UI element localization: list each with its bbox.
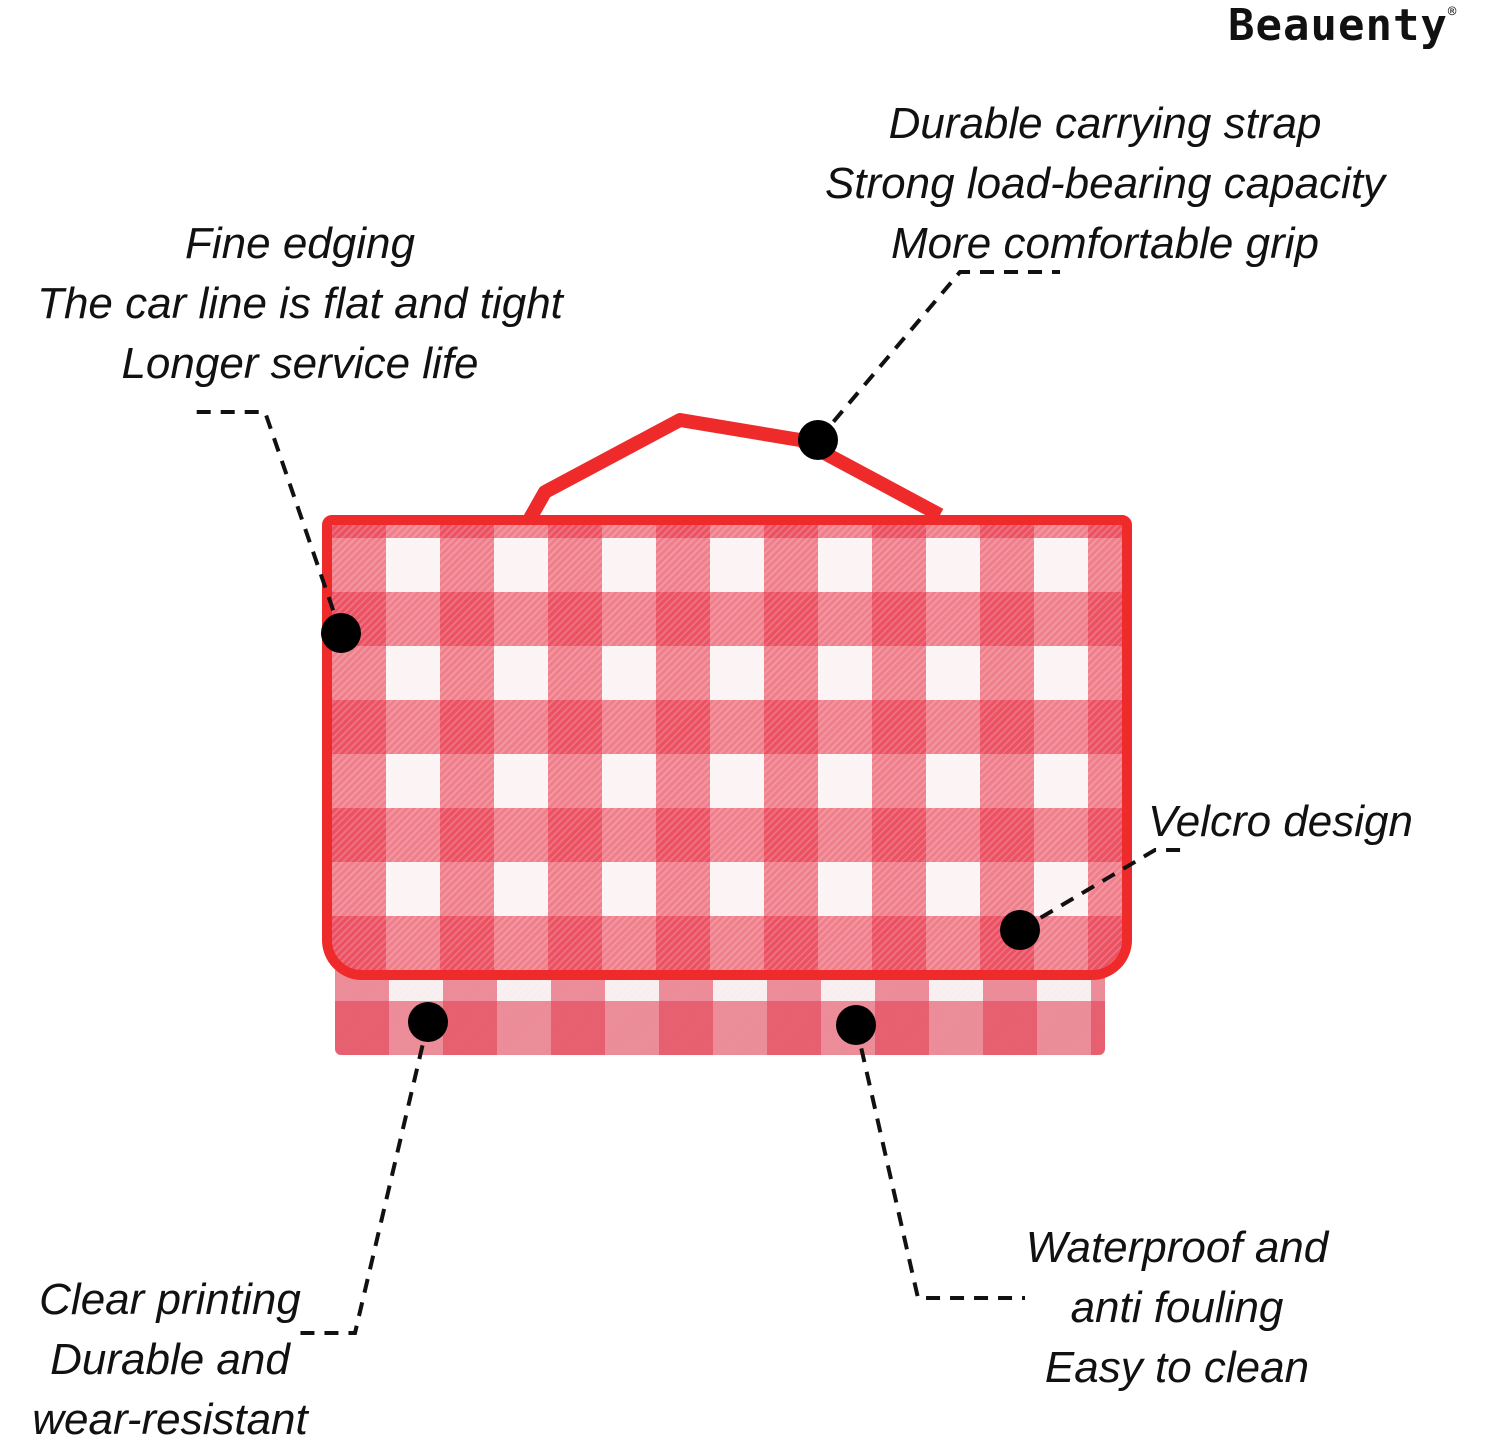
callout-line: anti fouling [1070, 1283, 1284, 1332]
callout-line: wear-resistant [32, 1395, 308, 1444]
callout-line: The car line is flat and tight [37, 279, 563, 328]
picnic-mat-flap [322, 515, 1132, 980]
printing-dot [408, 1002, 448, 1042]
callout-line: Easy to clean [1044, 1343, 1310, 1392]
velcro-leader [1018, 848, 1185, 932]
strap-leader [816, 270, 1060, 442]
callout-line: Waterproof and [1025, 1223, 1329, 1272]
callout-line: Clear printing [39, 1275, 301, 1324]
callout-line: Velcro design [1148, 797, 1413, 846]
callout-strap: Durable carrying strap Strong load-beari… [775, 94, 1435, 274]
callout-line: Longer service life [121, 339, 479, 388]
brand-name: Beauenty [1228, 0, 1448, 51]
waterproof-dot [836, 1005, 876, 1045]
callout-velcro: Velcro design [1148, 792, 1413, 852]
callout-line: Fine edging [185, 219, 415, 268]
edging-leader [190, 410, 343, 634]
printing-leader [300, 1021, 430, 1335]
callout-edging: Fine edging The car line is flat and tig… [0, 214, 600, 394]
callout-line: Durable carrying strap [888, 99, 1322, 148]
carrying-strap [521, 413, 944, 526]
edging-dot [321, 613, 361, 653]
callout-line: Strong load-bearing capacity [824, 159, 1386, 208]
callout-line: Durable and [50, 1335, 290, 1384]
callout-waterproof: Waterproof and anti fouling Easy to clea… [990, 1218, 1364, 1398]
strap-dot [798, 420, 838, 460]
brand-logo: Beauenty® [1228, 0, 1457, 51]
callout-printing: Clear printing Durable and wear-resistan… [0, 1270, 340, 1450]
callout-line: More comfortable grip [891, 219, 1319, 268]
velcro-dot [1000, 910, 1040, 950]
registered-mark: ® [1447, 4, 1458, 20]
